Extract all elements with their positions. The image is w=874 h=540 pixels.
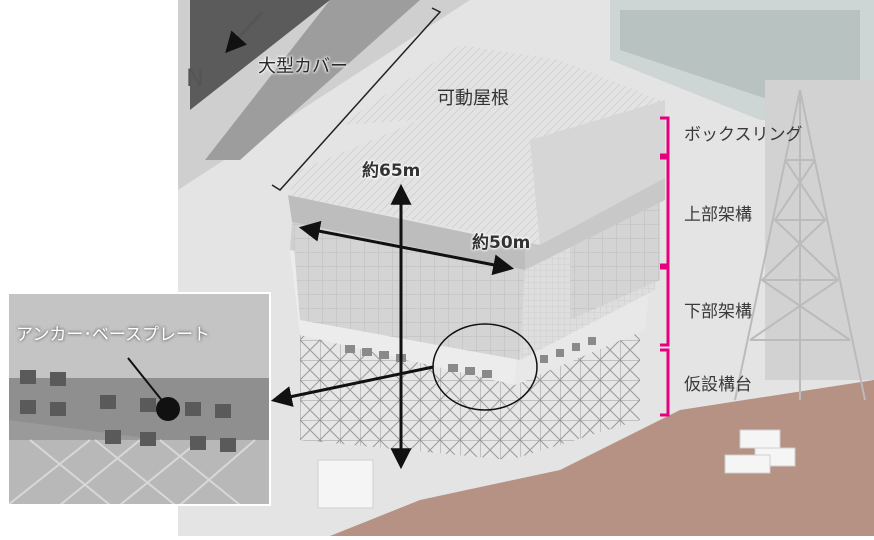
north-label: N — [186, 64, 204, 92]
anchor-base-plate-label: アンカー･ベースプレート — [16, 325, 210, 345]
large-cover-label: 大型カバー — [258, 56, 348, 77]
width-dimension-arrow — [298, 220, 515, 276]
bracket-lower-frame — [660, 266, 670, 347]
lower-frame-label: 下部架構 — [684, 302, 752, 322]
anchor-point-marker — [156, 397, 180, 421]
movable-roof-side — [530, 100, 665, 245]
width-dimension-label: 約50m — [472, 233, 531, 253]
part-brackets — [660, 116, 670, 417]
anchor-pointer-arrow — [270, 365, 434, 407]
large-cover-bracket — [271, 7, 442, 191]
inset-photo — [7, 292, 271, 506]
ground — [330, 380, 874, 536]
temp-platform-side — [510, 330, 640, 460]
height-dimension-label: 約65m — [362, 161, 421, 181]
bracket-box-ring — [660, 116, 670, 157]
bracket-temp-platform — [660, 348, 670, 417]
north-arrow — [225, 10, 264, 54]
movable-roof-label: 可動屋根 — [437, 88, 509, 109]
ground-blocks — [317, 429, 796, 509]
dark-road — [190, 0, 330, 110]
lattice-tower — [734, 89, 866, 401]
box-ring-side — [525, 178, 665, 270]
road-strip — [205, 0, 420, 160]
upper-frame-label: 上部架構 — [684, 205, 752, 225]
existing-building-roof-inner — [620, 10, 860, 100]
existing-building-wall — [765, 80, 874, 380]
box-ring-label: ボックスリング — [684, 125, 803, 145]
bracket-upper-frame — [660, 156, 670, 267]
temp-platform-label: 仮設構台 — [684, 375, 752, 395]
